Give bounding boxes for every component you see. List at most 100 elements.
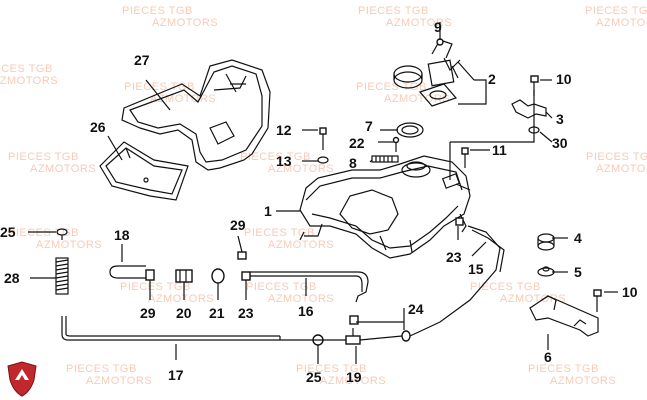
callout-9: 9 <box>434 19 442 35</box>
bolt-part <box>593 289 602 312</box>
watermark-text: PIECES TGB <box>585 5 647 17</box>
watermark-text: AZMOTORS <box>268 293 334 305</box>
fuel-pump-part <box>418 39 461 107</box>
callout-5: 5 <box>574 264 582 280</box>
callout-12: 12 <box>276 122 292 138</box>
base-bracket-part <box>529 295 599 337</box>
callout-29: 29 <box>140 305 156 321</box>
hose-clamp-part <box>237 251 247 260</box>
rubber-mount-part <box>537 233 555 251</box>
callout-10: 10 <box>622 284 638 300</box>
hose-clip-part <box>56 228 68 240</box>
callout-23: 23 <box>446 249 462 265</box>
bolt-part <box>392 136 400 152</box>
mounting-bracket-part <box>511 99 547 119</box>
watermark-text: AZMOTORS <box>36 239 102 251</box>
callout-29: 29 <box>230 217 246 233</box>
watermark-text: PIECES TGB <box>124 81 195 93</box>
watermark-text: PIECES TGB <box>296 363 367 375</box>
callout-30: 30 <box>552 135 568 151</box>
callout-8: 8 <box>349 155 357 171</box>
watermark-layer: PIECES TGB AZMOTORS PIECES TGB AZMOTORS … <box>0 5 647 387</box>
watermark-text: AZMOTORS <box>0 75 58 87</box>
watermark-text: AZMOTORS <box>148 293 214 305</box>
callout-25: 25 <box>306 369 322 385</box>
callout-23: 23 <box>238 305 254 321</box>
callout-11: 11 <box>492 142 507 158</box>
callout-6: 6 <box>544 349 552 365</box>
watermark-text: AZMOTORS <box>86 375 152 387</box>
watermark-text: PIECES TGB <box>586 151 647 163</box>
callout-25: 25 <box>0 224 16 240</box>
watermark-text: PIECES TGB <box>470 281 541 293</box>
heat-shield-cover-part <box>121 59 271 171</box>
callout-21: 21 <box>209 305 225 321</box>
hose-clip-part <box>455 217 464 226</box>
watermark-text: PIECES TGB <box>122 5 193 17</box>
watermark-text: AZMOTORS <box>268 163 334 175</box>
gasket-ring-part <box>396 122 424 138</box>
washer-mount-part <box>537 266 555 277</box>
washer-part <box>317 156 329 164</box>
callout-labels: 9 2 10 3 30 7 22 8 12 13 11 1 23 15 4 5 … <box>0 19 638 385</box>
callout-19: 19 <box>346 369 362 385</box>
spring-part <box>55 257 69 295</box>
leader-lines <box>28 22 618 364</box>
fuel-hose-part <box>250 271 369 303</box>
watermark-text: AZMOTORS <box>550 375 616 387</box>
callout-13: 13 <box>276 153 292 169</box>
bolt-part <box>461 147 469 168</box>
drain-hose-part <box>61 316 281 341</box>
watermark-text: PIECES TGB <box>8 151 79 163</box>
callout-16: 16 <box>298 303 314 319</box>
watermark-text: AZMOTORS <box>320 375 386 387</box>
watermark-text: PIECES TGB <box>240 151 311 163</box>
bolt-part <box>319 127 327 150</box>
tee-connector-part <box>345 328 361 345</box>
hose-fitting-part <box>175 269 193 283</box>
watermark-text: AZMOTORS <box>596 163 647 175</box>
watermark-text: AZMOTORS <box>386 17 452 29</box>
watermark-text: PIECES TGB <box>356 81 427 93</box>
callout-28: 28 <box>4 270 20 286</box>
watermark-text: PIECES TGB <box>66 363 137 375</box>
watermark-text: PIECES TGB <box>8 227 79 239</box>
callout-10: 10 <box>556 71 572 87</box>
watermark-text: PIECES TGB <box>528 363 599 375</box>
callout-1: 1 <box>264 203 272 219</box>
callout-2: 2 <box>488 71 496 87</box>
callout-20: 20 <box>176 305 192 321</box>
breather-hose-part <box>109 265 150 279</box>
hose-clip-part <box>401 330 411 342</box>
watermark-text: PIECES TGB <box>358 5 429 17</box>
fuel-tank-part <box>299 155 471 259</box>
hose-clamp-part <box>241 271 251 281</box>
watermark-text: AZMOTORS <box>30 163 96 175</box>
azmotors-shield-logo <box>7 361 37 397</box>
threaded-rod-part <box>371 155 399 163</box>
callout-26: 26 <box>90 119 106 135</box>
vent-hose-part <box>409 225 505 337</box>
callout-3: 3 <box>556 111 564 127</box>
watermark-text: PIECES TGB <box>244 227 315 239</box>
watermark-text: AZMOTORS <box>596 17 647 29</box>
callout-18: 18 <box>114 227 130 243</box>
connector-hose-part <box>280 335 403 341</box>
hose-clip-part <box>349 315 359 325</box>
callout-17: 17 <box>168 367 184 383</box>
callout-15: 15 <box>468 261 484 277</box>
watermark-text: PIECES TGB <box>0 63 53 75</box>
callout-7: 7 <box>365 118 373 134</box>
watermark-text: AZMOTORS <box>268 239 334 251</box>
watermark-text: PIECES TGB <box>246 281 317 293</box>
hose-fitting-part <box>145 269 155 281</box>
callout-24: 24 <box>408 301 424 317</box>
hose-fitting-part <box>211 268 225 284</box>
watermark-text: AZMOTORS <box>384 93 450 105</box>
rubber-pad-part <box>99 141 189 201</box>
watermark-text: AZMOTORS <box>152 17 218 29</box>
callout-22: 22 <box>349 135 365 151</box>
fuel-cap-part <box>393 65 423 89</box>
